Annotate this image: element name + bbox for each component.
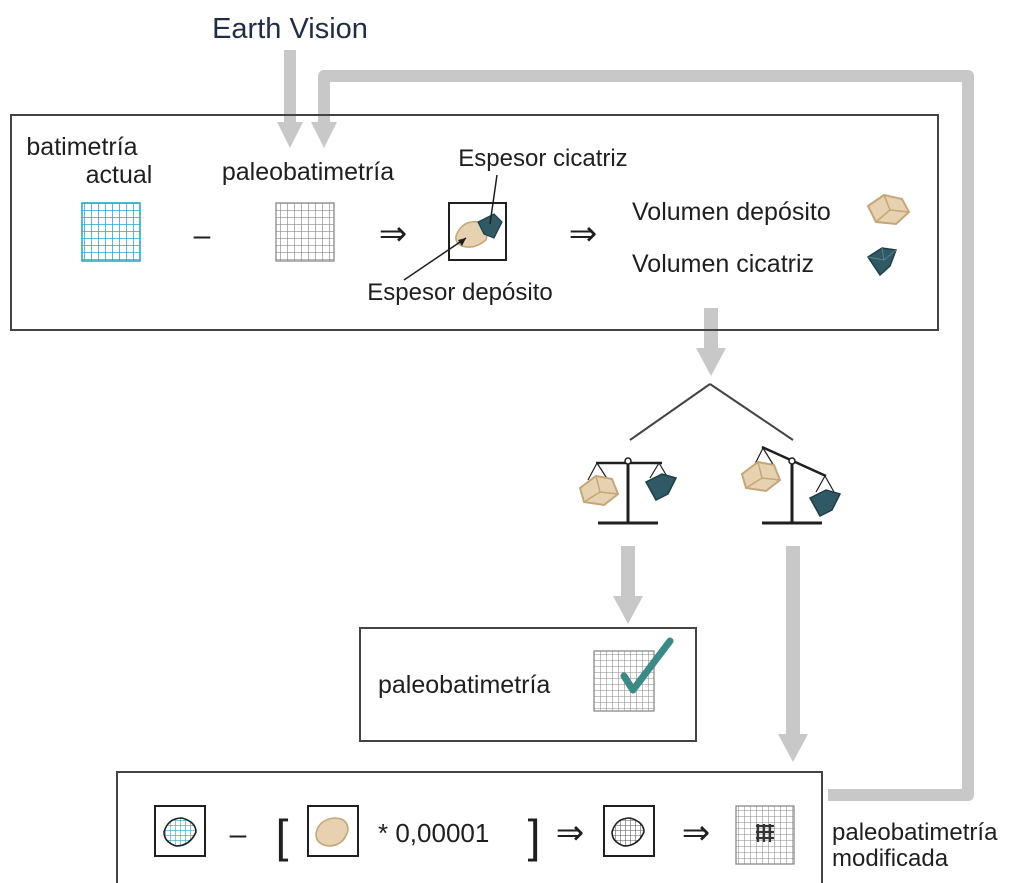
scar-thickness-label: Espesor cicatriz bbox=[458, 145, 627, 172]
scar-volume-label: Volumen cicatriz bbox=[632, 250, 814, 278]
modified-paleobathymetry-label-line1: paleobatimetría bbox=[832, 819, 998, 846]
accepted-panel: paleobatimetría bbox=[359, 627, 697, 742]
correction-panel: – [ * 0,00001 ] ⇒ ⇒ paleobatimetría modi… bbox=[116, 771, 998, 883]
title: Earth Vision bbox=[212, 13, 368, 45]
volumes-down-arrow bbox=[696, 308, 726, 376]
accepted-paleobathymetry-label: paleobatimetría bbox=[378, 671, 550, 699]
deposit-volume-icon bbox=[866, 193, 911, 226]
close-bracket: ] bbox=[528, 810, 541, 862]
paleobathymetry-label: paleobatimetría bbox=[222, 158, 394, 186]
deposit-thickness-label: Espesor depósito bbox=[367, 279, 552, 306]
feedback-loop-arrow bbox=[311, 70, 974, 801]
scale-factor: * 0,00001 bbox=[378, 818, 489, 848]
current-bathymetry-label-line2: actual bbox=[86, 161, 153, 189]
modified-grid-icon bbox=[735, 805, 795, 865]
checkmark-icon bbox=[620, 637, 674, 694]
thickness-map-icon bbox=[448, 202, 507, 261]
current-bathymetry-grid-icon bbox=[81, 202, 141, 262]
open-bracket: [ bbox=[276, 810, 289, 862]
unbalanced-down-arrow bbox=[778, 546, 808, 762]
paleobathymetry-grid-icon bbox=[275, 202, 335, 262]
scar-volume-icon bbox=[866, 247, 898, 277]
scar-thickness-pointer bbox=[489, 174, 498, 225]
deposit-thickness-icon bbox=[307, 805, 359, 857]
adjusted-grid-icon bbox=[603, 805, 655, 857]
implies-arrow-1: ⇒ bbox=[379, 215, 408, 253]
deposit-volume-label: Volumen depósito bbox=[632, 198, 831, 226]
implies-arrow-2: ⇒ bbox=[569, 215, 598, 253]
balanced-scale-icon bbox=[578, 457, 678, 525]
decision-branch bbox=[629, 383, 794, 441]
minus-sign: – bbox=[194, 219, 211, 252]
input-arrow bbox=[277, 50, 303, 148]
minus-sign-bottom: – bbox=[230, 818, 247, 851]
top-panel: batimetría actual – paleobatimetría ⇒ Es… bbox=[10, 114, 939, 331]
balanced-down-arrow bbox=[613, 546, 643, 624]
current-bathymetry-label-line1: batimetría bbox=[26, 133, 137, 161]
thickness-grid-icon bbox=[154, 805, 206, 857]
implies-arrow-3: ⇒ bbox=[556, 814, 585, 852]
implies-arrow-4: ⇒ bbox=[682, 814, 711, 852]
unbalanced-scale-icon bbox=[740, 445, 842, 525]
modified-paleobathymetry-label-line2: modificada bbox=[832, 845, 949, 872]
deposit-thickness-pointer bbox=[403, 237, 467, 281]
